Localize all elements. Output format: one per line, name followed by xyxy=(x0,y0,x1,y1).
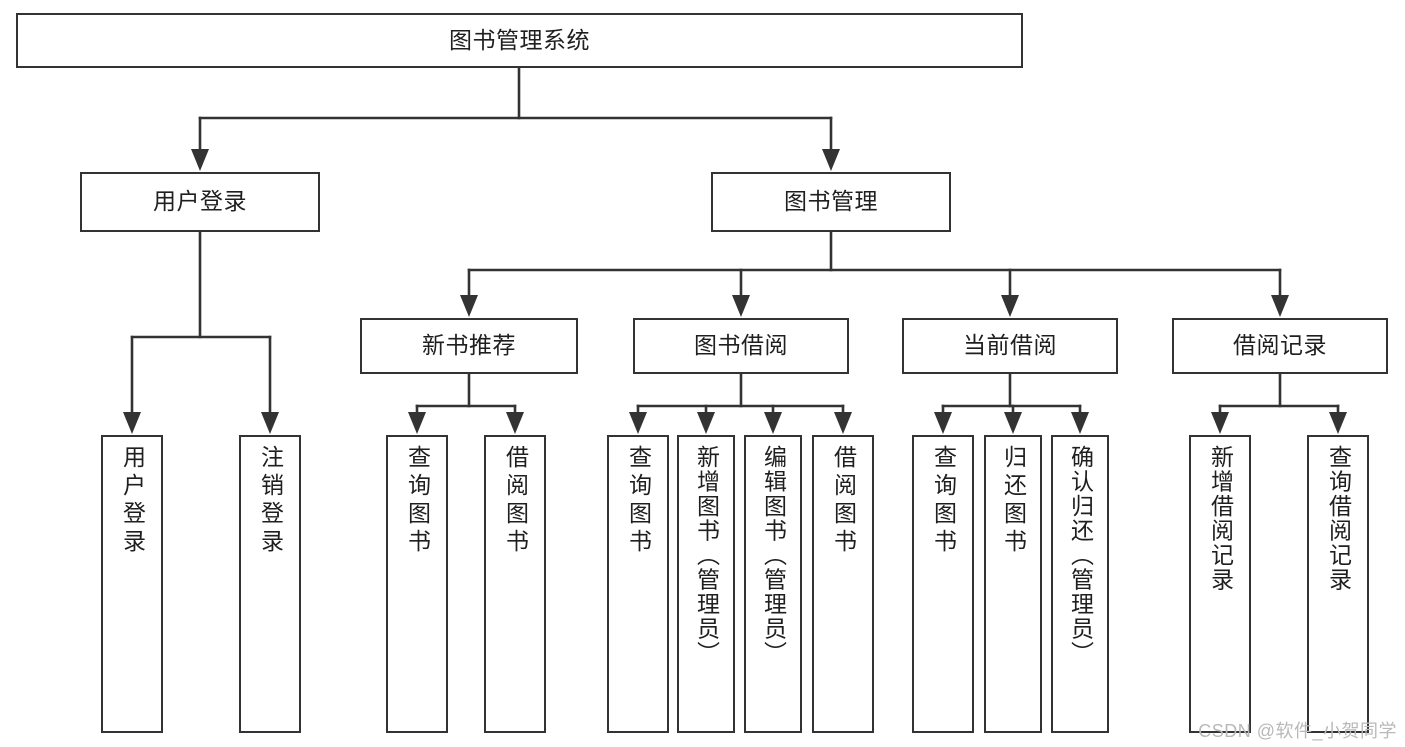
arrowhead-book-manage-1 xyxy=(732,295,750,317)
node-leaf-add-book-admin[interactable]: 新增图书（管理员） xyxy=(677,435,735,733)
watermark-text: CSDN @软件_小贺同学 xyxy=(1198,721,1397,741)
node-label: 新增图书（管理员） xyxy=(693,445,720,666)
arrowhead-book-manage-0 xyxy=(460,295,478,317)
node-label: 图书管理系统 xyxy=(449,26,590,53)
node-borrow-record[interactable]: 借阅记录 xyxy=(1172,318,1388,374)
node-leaf-edit-book-admin[interactable]: 编辑图书（管理员） xyxy=(744,435,802,733)
node-leaf-user-login[interactable]: 用户登录 xyxy=(101,435,163,733)
arrowhead-root-0 xyxy=(191,149,209,171)
arrowhead-book-borrow-1 xyxy=(697,412,715,434)
arrowhead-root-1 xyxy=(822,149,840,171)
node-label: 图书管理 xyxy=(784,188,878,215)
arrowhead-current-borrow-0 xyxy=(934,412,952,434)
arrowhead-book-borrow-2 xyxy=(764,412,782,434)
node-leaf-logout-login[interactable]: 注销登录 xyxy=(239,435,301,733)
node-label: 新书推荐 xyxy=(422,332,516,359)
arrowhead-book-manage-3 xyxy=(1271,295,1289,317)
node-label: 确认归还（管理员） xyxy=(1067,445,1094,666)
node-current-borrow[interactable]: 当前借阅 xyxy=(902,318,1118,374)
node-leaf-query-book-current[interactable]: 查询图书 xyxy=(912,435,974,733)
arrowhead-current-borrow-2 xyxy=(1071,412,1089,434)
arrowhead-book-manage-2 xyxy=(1001,295,1019,317)
node-new-book-recommend[interactable]: 新书推荐 xyxy=(360,318,578,374)
arrowhead-new-book-recommend-1 xyxy=(506,412,524,434)
node-book-borrow[interactable]: 图书借阅 xyxy=(633,318,849,374)
node-book-manage[interactable]: 图书管理 xyxy=(711,172,951,232)
node-user-login[interactable]: 用户登录 xyxy=(80,172,320,232)
node-label: 归还图书 xyxy=(1000,445,1027,557)
node-leaf-return-book[interactable]: 归还图书 xyxy=(984,435,1042,733)
node-label: 借阅图书 xyxy=(830,445,857,557)
node-leaf-borrow-book-borrow[interactable]: 借阅图书 xyxy=(812,435,874,733)
node-leaf-add-borrow-record[interactable]: 新增借阅记录 xyxy=(1189,435,1251,733)
node-root[interactable]: 图书管理系统 xyxy=(16,13,1023,68)
node-label: 查询图书 xyxy=(930,445,957,557)
arrowhead-new-book-recommend-0 xyxy=(408,412,426,434)
node-label: 查询图书 xyxy=(404,445,431,557)
node-label: 图书借阅 xyxy=(694,332,788,359)
node-leaf-confirm-return-admin[interactable]: 确认归还（管理员） xyxy=(1051,435,1109,733)
node-label: 查询图书 xyxy=(625,445,652,557)
arrowhead-book-borrow-3 xyxy=(834,412,852,434)
node-leaf-borrow-book-recommend[interactable]: 借阅图书 xyxy=(484,435,546,733)
node-label: 查询借阅记录 xyxy=(1325,445,1352,592)
node-label: 当前借阅 xyxy=(963,332,1057,359)
node-label: 用户登录 xyxy=(119,445,146,557)
arrowhead-borrow-record-0 xyxy=(1211,412,1229,434)
node-label: 新增借阅记录 xyxy=(1207,445,1234,592)
node-leaf-query-borrow-record[interactable]: 查询借阅记录 xyxy=(1307,435,1369,733)
node-label: 借阅记录 xyxy=(1233,332,1327,359)
arrowhead-current-borrow-1 xyxy=(1004,412,1022,434)
node-label: 编辑图书（管理员） xyxy=(760,445,787,666)
node-leaf-query-book-borrow[interactable]: 查询图书 xyxy=(607,435,669,733)
arrowhead-book-borrow-0 xyxy=(629,412,647,434)
node-label: 用户登录 xyxy=(153,188,247,215)
node-label: 注销登录 xyxy=(257,445,284,557)
node-leaf-query-book-recommend[interactable]: 查询图书 xyxy=(386,435,448,733)
arrowhead-user-login-1 xyxy=(261,412,279,434)
arrowhead-borrow-record-1 xyxy=(1329,412,1347,434)
arrowhead-user-login-0 xyxy=(123,412,141,434)
node-label: 借阅图书 xyxy=(502,445,529,557)
